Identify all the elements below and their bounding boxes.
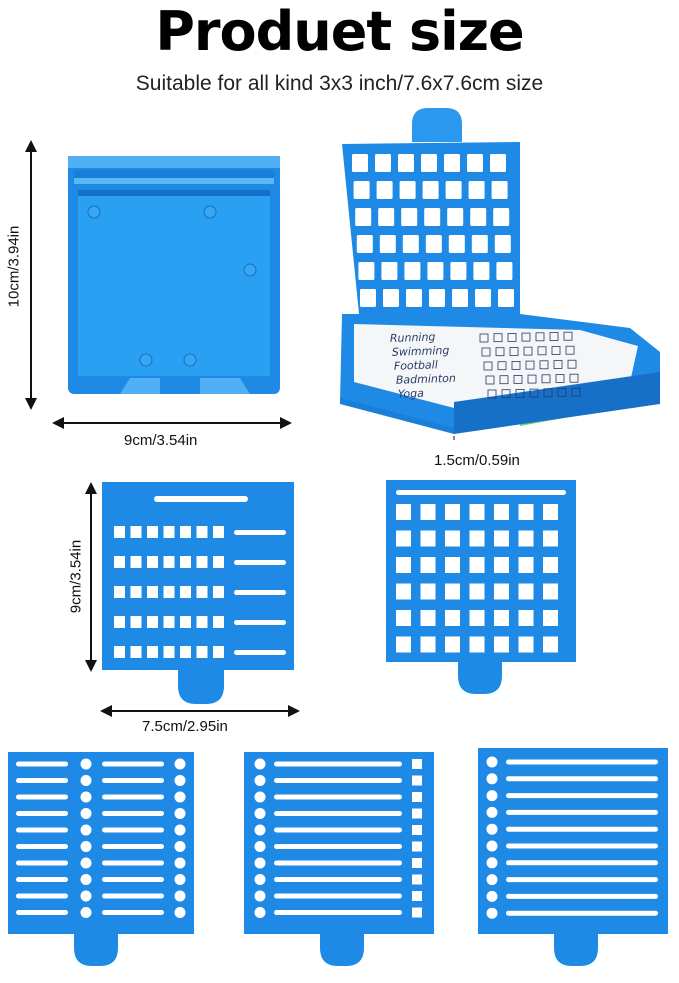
page-subtitle: Suitable for all kind 3x3 inch/7.6x7.6cm… [135,72,544,95]
holder-height-label: 10cm/3.94in [5,225,23,308]
holder-width-arrow [52,417,292,429]
stencil-height-label: 9cm/3.54in [67,539,85,614]
stencil-lines-circles-image [8,752,194,966]
holder-depth-label: 1.5cm/0.59in [434,452,520,469]
notepad-line: Badminton [396,372,456,387]
holder-height-arrow [25,140,37,410]
stencil-width-label: 7.5cm/2.95in [142,718,228,735]
notepad-line: Yoga [398,387,425,401]
empty-holder-tray-image [68,156,280,394]
stencil-height-arrow [85,482,97,672]
page-title: Produet size [155,0,524,63]
notepad-line: Running [390,330,436,345]
stencil-width-arrow [100,705,300,717]
notepad-line: Football [394,358,438,373]
stencil-todo-list-image [478,748,668,966]
stencil-grid-image [386,480,576,694]
notepad-line: Swimming [392,344,450,359]
stencil-habit-tracker-image [102,482,294,704]
holder-width-label: 9cm/3.54in [124,432,198,449]
stencil-checklist-image [244,752,434,966]
